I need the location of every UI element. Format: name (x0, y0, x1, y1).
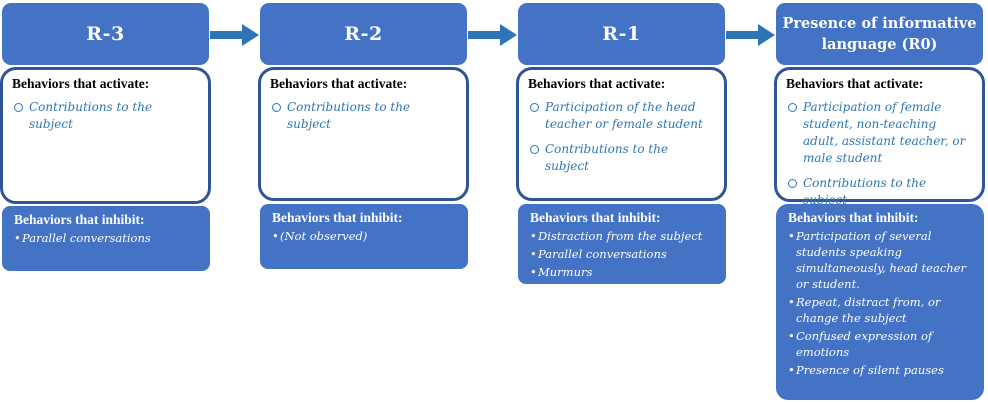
inhibit-title: Behaviors that inhibit: (14, 212, 145, 227)
arrow-right-icon (210, 24, 259, 46)
activate-box-r2: Behaviors that activate: Contributions t… (258, 67, 469, 201)
inhibit-box-r2: Behaviors that inhibit: •(Not observed) (260, 204, 468, 269)
inhibit-box-r3: Behaviors that inhibit: •Parallel conver… (2, 206, 210, 271)
inhibit-title: Behaviors that inhibit: (272, 210, 403, 225)
bullet-dot-icon: • (530, 229, 537, 243)
bullet-dot-icon: • (788, 295, 795, 309)
activate-list: Contributions to the subject (270, 99, 457, 133)
bullet-dot-icon: • (788, 363, 795, 377)
activate-title: Behaviors that activate: (270, 76, 408, 91)
inhibit-item: •Presence of silent pauses (788, 362, 974, 378)
inhibit-list: •(Not observed) (272, 228, 458, 244)
inhibit-item: •Parallel conversations (14, 230, 200, 246)
activate-text: Contributions to the subject (287, 100, 411, 131)
arrow-right-icon (468, 24, 517, 46)
activate-item: Participation of female student, non-tea… (786, 99, 973, 167)
activate-item: Participation of the head teacher or fem… (528, 99, 715, 133)
activate-title: Behaviors that activate: (12, 76, 150, 91)
inhibit-text: Murmurs (538, 265, 593, 279)
circle-bullet-icon (788, 103, 797, 112)
inhibit-text: Repeat, distract from, or change the sub… (796, 295, 941, 325)
stage-header-r2: R-2 (260, 3, 467, 65)
inhibit-text: Presence of silent pauses (796, 363, 944, 377)
activate-title: Behaviors that activate: (786, 76, 924, 91)
bullet-dot-icon: • (530, 247, 537, 261)
activate-text: Participation of the head teacher or fem… (545, 100, 703, 131)
circle-bullet-icon (272, 103, 281, 112)
inhibit-item: •(Not observed) (272, 228, 458, 244)
inhibit-text: Participation of several students speaki… (796, 229, 966, 291)
inhibit-item: •Murmurs (530, 264, 716, 280)
inhibit-item: •Repeat, distract from, or change the su… (788, 294, 974, 326)
activate-title: Behaviors that activate: (528, 76, 666, 91)
inhibit-item: •Distraction from the subject (530, 228, 716, 244)
activate-list: Contributions to the subject (12, 99, 199, 133)
bullet-dot-icon: • (788, 229, 795, 243)
activate-text: Contributions to the subject (803, 176, 927, 207)
bullet-dot-icon: • (272, 229, 279, 243)
inhibit-box-r0: Behaviors that inhibit: •Participation o… (776, 204, 984, 400)
bullet-dot-icon: • (530, 265, 537, 279)
inhibit-item: •Participation of several students speak… (788, 228, 974, 292)
inhibit-list: •Participation of several students speak… (788, 228, 974, 378)
activate-box-r0: Behaviors that activate: Participation o… (774, 67, 985, 207)
bullet-dot-icon: • (788, 329, 795, 343)
inhibit-text: Parallel conversations (538, 247, 667, 261)
activate-text: Contributions to the subject (29, 100, 153, 131)
activate-item: Contributions to the subject (528, 141, 715, 175)
activate-item: Contributions to the subject (12, 99, 199, 133)
circle-bullet-icon (530, 103, 539, 112)
inhibit-text: (Not observed) (280, 229, 368, 243)
inhibit-list: •Distraction from the subject •Parallel … (530, 228, 716, 280)
circle-bullet-icon (788, 179, 797, 188)
inhibit-title: Behaviors that inhibit: (530, 210, 661, 225)
stage-header-r0: Presence of informative language (R0) (776, 3, 983, 65)
arrow-right-icon (726, 24, 775, 46)
circle-bullet-icon (14, 103, 23, 112)
stage-header-r3: R-3 (2, 3, 209, 65)
activate-box-r1: Behaviors that activate: Participation o… (516, 67, 727, 201)
inhibit-text: Confused expression of emotions (796, 329, 933, 359)
inhibit-item: •Parallel conversations (530, 246, 716, 262)
inhibit-title: Behaviors that inhibit: (788, 210, 919, 225)
stage-header-r1: R-1 (518, 3, 725, 65)
circle-bullet-icon (530, 145, 539, 154)
activate-box-r3: Behaviors that activate: Contributions t… (0, 67, 211, 204)
activate-text: Participation of female student, non-tea… (803, 100, 966, 165)
inhibit-box-r1: Behaviors that inhibit: •Distraction fro… (518, 204, 726, 284)
inhibit-item: •Confused expression of emotions (788, 328, 974, 360)
activate-item: Contributions to the subject (786, 175, 973, 209)
activate-list: Participation of the head teacher or fem… (528, 99, 715, 175)
inhibit-text: Distraction from the subject (538, 229, 703, 243)
bullet-dot-icon: • (14, 231, 21, 245)
inhibit-list: •Parallel conversations (14, 230, 200, 246)
activate-item: Contributions to the subject (270, 99, 457, 133)
inhibit-text: Parallel conversations (22, 231, 151, 245)
activate-text: Contributions to the subject (545, 142, 669, 173)
activate-list: Participation of female student, non-tea… (786, 99, 973, 209)
